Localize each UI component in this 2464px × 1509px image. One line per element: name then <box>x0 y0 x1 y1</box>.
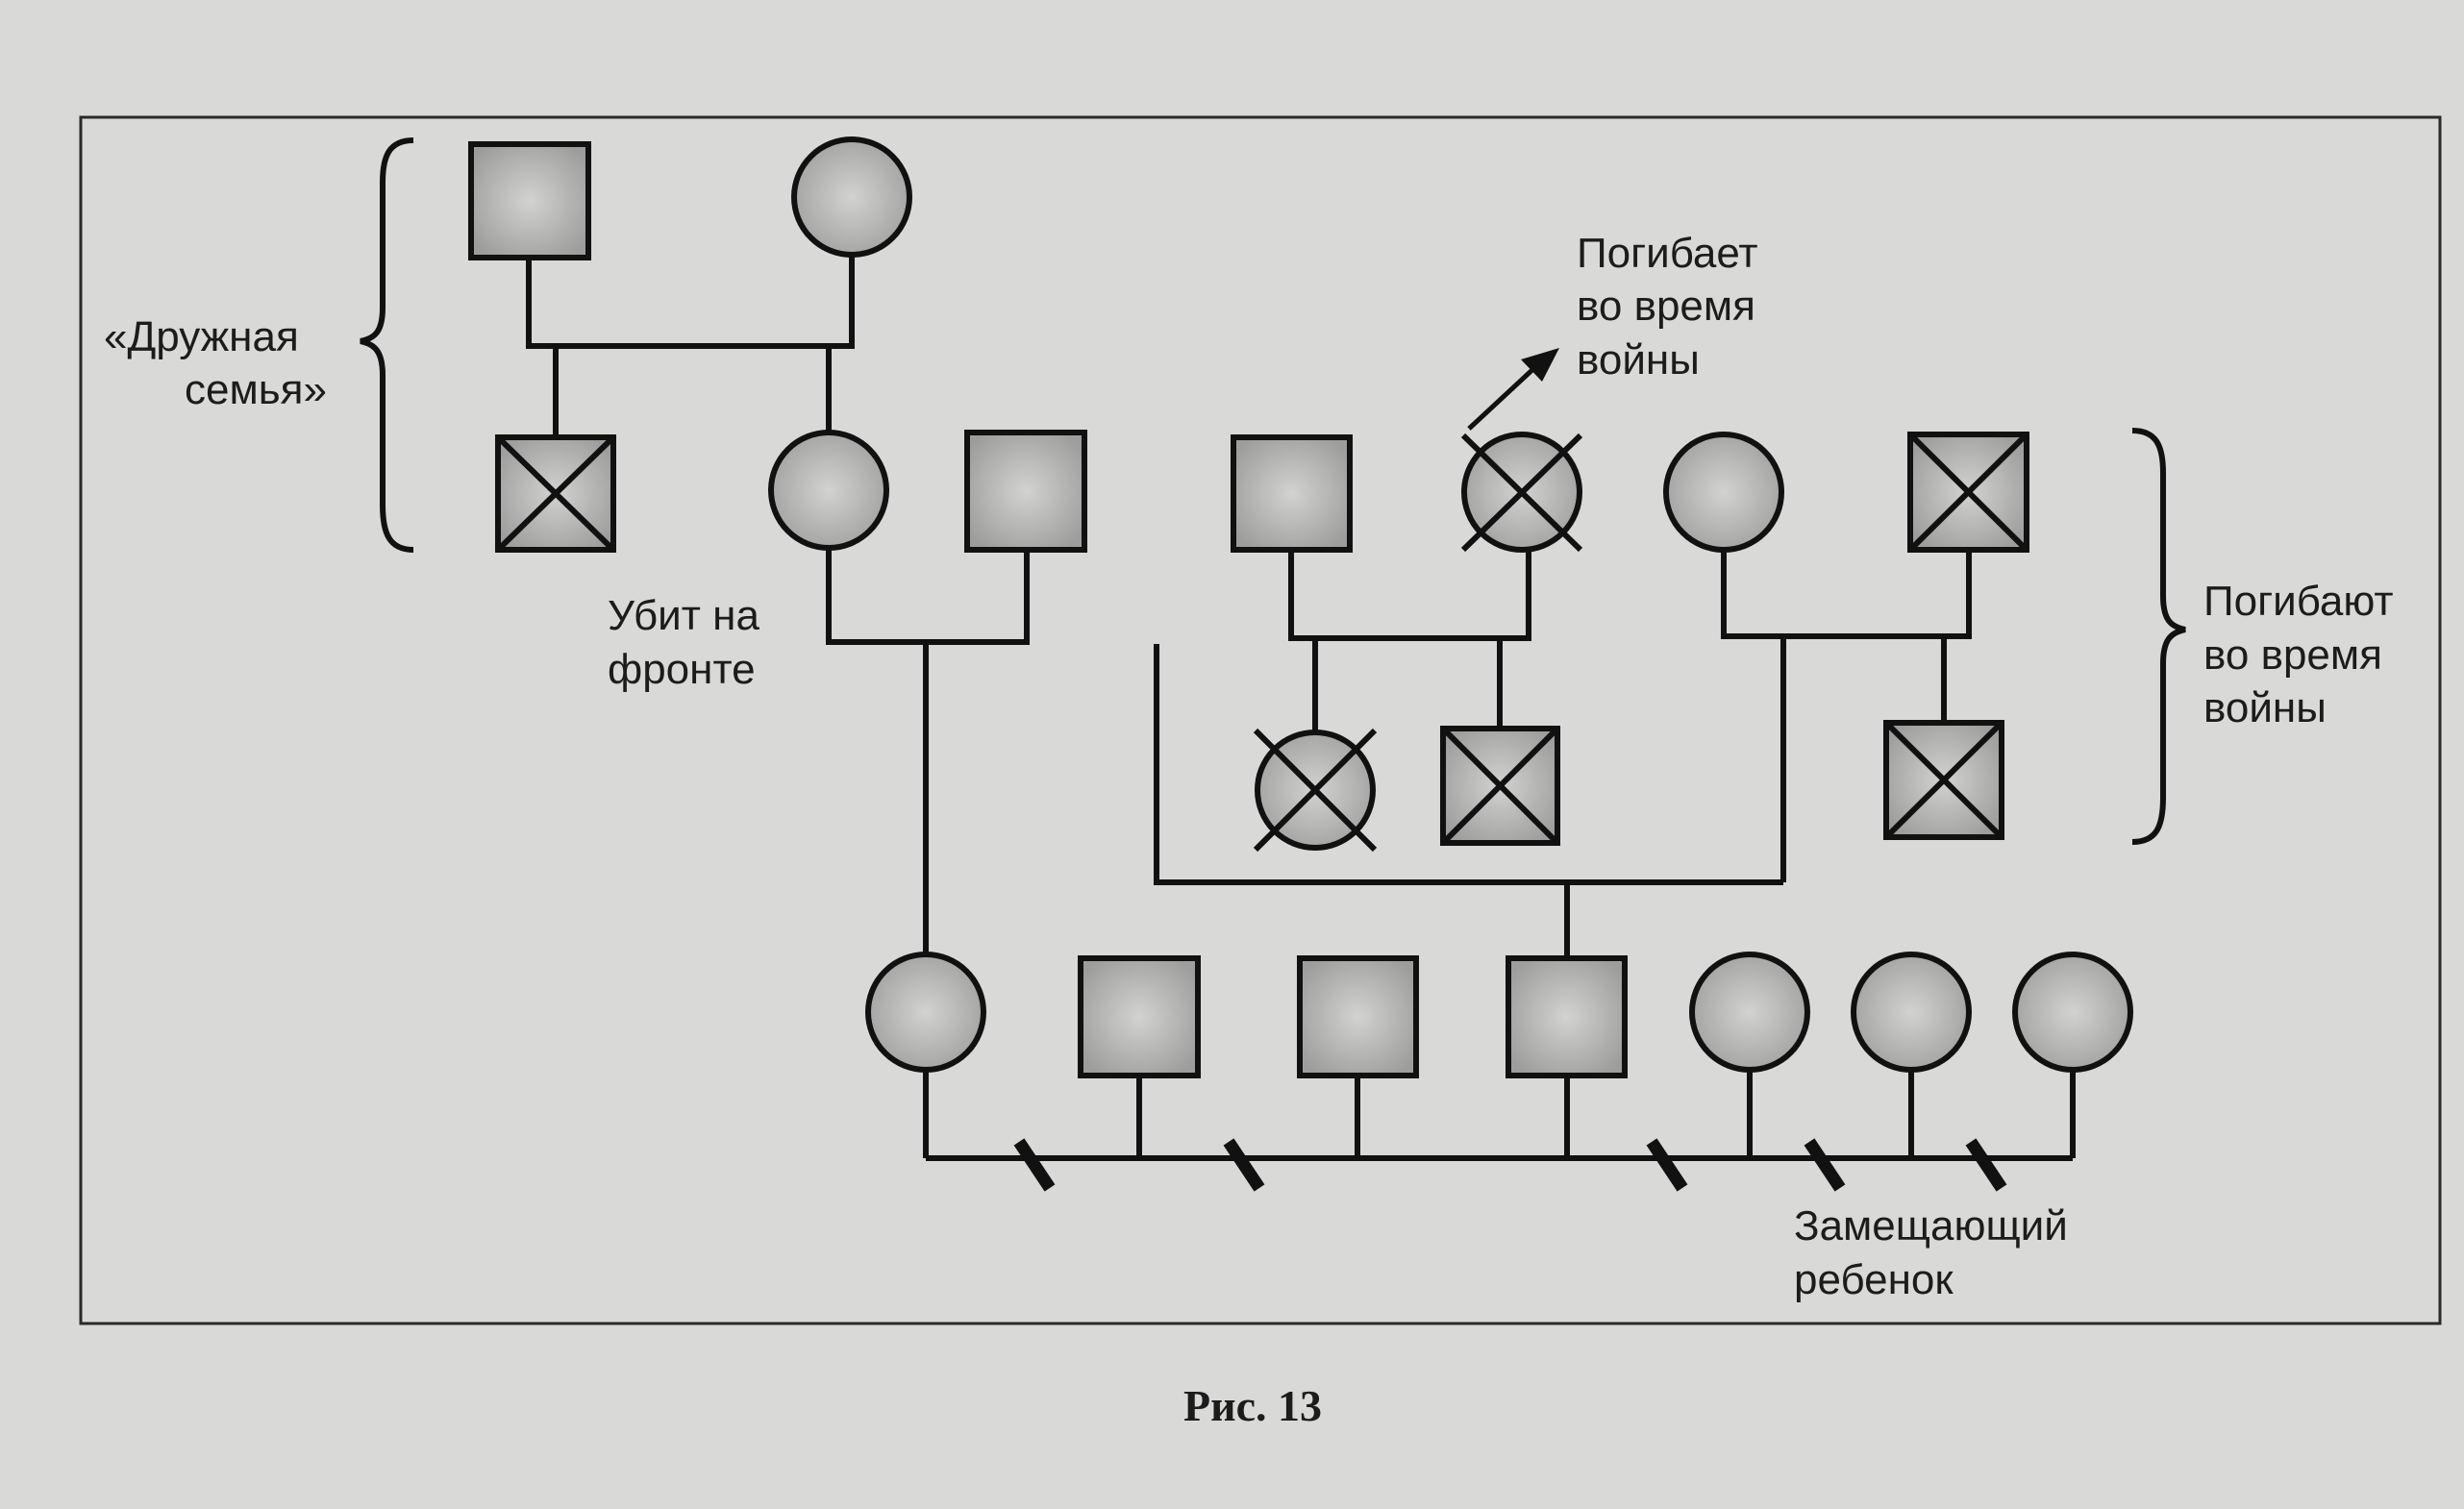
label-killed-line1: Убит на <box>608 592 759 639</box>
deceased-male-symbol-child-right <box>1883 720 2004 840</box>
marriage-line-grandparents <box>526 255 855 349</box>
divorce-mark-4 <box>1804 1138 1846 1192</box>
marriage-line-mother <box>826 550 1030 645</box>
male-symbol-father <box>1506 955 1628 1078</box>
deceased-male-symbol-paternal <box>1907 432 2029 553</box>
label-dies-line2: во время <box>1577 283 1755 330</box>
male-symbol-mother-husband <box>964 430 1087 553</box>
divorce-mark-5 <box>1965 1138 2007 1192</box>
father-join-line <box>1154 644 1783 885</box>
left-brace <box>360 137 414 553</box>
male-symbol-partner-2 <box>1297 955 1419 1078</box>
female-symbol-mother <box>768 430 889 551</box>
label-replacement-line2: ребенок <box>1794 1256 1954 1303</box>
female-symbol-partner-4 <box>1851 952 1972 1073</box>
female-symbol-paternal-woman <box>1663 432 1784 553</box>
right-brace <box>2131 428 2186 845</box>
label-die-line1: Погибают <box>2203 578 2394 625</box>
female-symbol-partner-5 <box>2012 952 2133 1073</box>
divorce-mark-2 <box>1223 1138 1265 1192</box>
label-family-line2: семья» <box>185 366 327 413</box>
female-symbol-replacement-child <box>865 952 986 1073</box>
male-symbol-partner-1 <box>1078 955 1201 1078</box>
figure-caption: Рис. 13 <box>1183 1381 1322 1430</box>
arrow-shaft <box>1467 364 1538 431</box>
male-symbol-paternal-man <box>1231 434 1353 553</box>
female-symbol-partner-3 <box>1689 952 1810 1073</box>
divorce-mark-1 <box>1013 1138 1056 1192</box>
label-dies-line1: Погибает <box>1577 230 1758 277</box>
label-die-line3: войны <box>2203 684 2327 731</box>
deceased-male-symbol-child <box>1440 726 1560 846</box>
deceased-female-symbol-paternal <box>1460 432 1583 553</box>
male-symbol-grandfather <box>468 141 591 260</box>
deceased-male-symbol-son <box>495 434 616 553</box>
arrow-icon <box>1521 348 1559 382</box>
marriage-line-right-couple <box>1721 550 1972 639</box>
divorce-mark-3 <box>1646 1138 1688 1192</box>
deceased-female-symbol-child <box>1253 728 1378 853</box>
label-killed-line2: фронте <box>608 646 756 693</box>
marriage-line-left-couple <box>1288 550 1531 641</box>
label-dies-line3: войны <box>1577 336 1700 383</box>
label-family-line1: «Дружная <box>104 313 299 360</box>
divorce-marks <box>1013 1138 2007 1192</box>
figure-frame <box>79 115 2442 1325</box>
female-symbol-grandmother <box>791 136 912 258</box>
label-replacement-line1: Замещающий <box>1794 1202 2068 1249</box>
connection-lines <box>526 255 2076 1161</box>
label-die-line2: во время <box>2203 631 2382 679</box>
